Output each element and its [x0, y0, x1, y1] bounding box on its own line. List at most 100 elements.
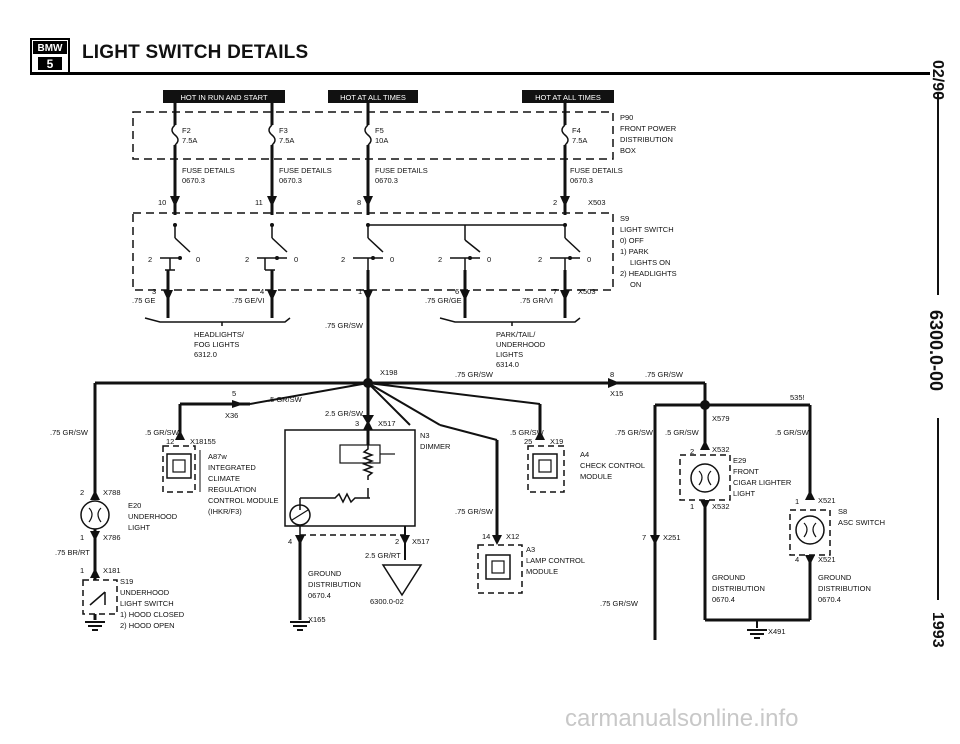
conn-x503-bottom: X503 [578, 287, 596, 296]
s19-desc-1: UNDERHOOD [120, 588, 170, 597]
pin-2-e20: 2 [80, 488, 84, 497]
fuse-box-desc-1: FRONT POWER [620, 124, 677, 133]
switch-desc-3: 1) PARK [620, 247, 649, 256]
conn-x491: X491 [768, 627, 786, 636]
s8-desc: ASC SWITCH [838, 518, 885, 527]
wire-grsw-right: .75 GR/SW [645, 370, 684, 379]
page-title: LIGHT SWITCH DETAILS [82, 42, 309, 63]
pin-5: 5 [232, 389, 236, 398]
ref-headlights-3: 6312.0 [194, 350, 217, 359]
conn-x18155: X18155 [190, 437, 216, 446]
pin-2-x517b: 2 [395, 537, 399, 546]
conn-x503-top: X503 [588, 198, 606, 207]
pos-2-d: 2 [438, 255, 442, 264]
bmw-badge: BMW 5 [30, 38, 70, 74]
switch-id: S9 [620, 214, 629, 223]
wire-grsw-a87: .5 GR/SW [145, 428, 180, 437]
ground2-2: DISTRIBUTION [712, 584, 765, 593]
fuse-f4-amp: 7.5A [572, 136, 587, 145]
conn-x579: X579 [712, 414, 730, 423]
wire-grsw-x579b: .5 GR/SW [665, 428, 700, 437]
badge-top: BMW [38, 43, 64, 54]
switch-out-3: 3 [152, 287, 156, 296]
hot-label-all-1: HOT AT ALL TIMES [340, 93, 406, 102]
wire-grsw-bottom: .75 GR/SW [600, 599, 639, 608]
ref-parktail-2: UNDERHOOD [496, 340, 546, 349]
wire-grge: .75 GR/GE [425, 296, 462, 305]
pos-0-b: 0 [294, 255, 298, 264]
conn-x786: X786 [103, 533, 121, 542]
pin-1-e29: 1 [690, 502, 694, 511]
wire-grvi: .75 GR/VI [520, 296, 553, 305]
ground3-3: 0670.4 [818, 595, 841, 604]
ref-parktail-4: 6314.0 [496, 360, 519, 369]
fuse-details-3b: 0670.3 [375, 176, 398, 185]
conn-x788: X788 [103, 488, 121, 497]
switch-desc-5: 2) HEADLIGHTS [620, 269, 677, 278]
fuse-details-3: FUSE DETAILS [375, 166, 428, 175]
switch-pin-10: 10 [158, 198, 166, 207]
e20-id: E20 [128, 501, 141, 510]
e20-desc-2: LIGHT [128, 523, 151, 532]
n3-id: N3 [420, 431, 430, 440]
pin-12: 12 [166, 437, 174, 446]
pos-0-d: 0 [487, 255, 491, 264]
switch-pin-11: 11 [255, 198, 263, 207]
hot-label-all-2: HOT AT ALL TIMES [535, 93, 601, 102]
switch-pin-8: 8 [357, 198, 361, 207]
pin-14: 14 [482, 532, 490, 541]
fuse-f3-amp: 7.5A [279, 136, 294, 145]
conn-x19: X19 [550, 437, 563, 446]
a87-desc-3: REGULATION [208, 485, 256, 494]
conn-x36: X36 [225, 411, 238, 420]
e29-desc-1: FRONT [733, 467, 759, 476]
ground2-1: GROUND [712, 573, 746, 582]
a4-desc-2: MODULE [580, 472, 612, 481]
switch-desc-4: LIGHTS ON [630, 258, 670, 267]
ground3-2: DISTRIBUTION [818, 584, 871, 593]
wire-grsw-a4: .5 GR/SW [510, 428, 545, 437]
a4-desc-1: CHECK CONTROL [580, 461, 645, 470]
fuse-details-2: FUSE DETAILS [279, 166, 332, 175]
conn-x532: X532 [712, 445, 730, 454]
switch-out-1: 1 [358, 287, 362, 296]
fuse-box-desc-2: DISTRIBUTION [620, 135, 673, 144]
ref-parktail-1: PARK/TAIL/ [496, 330, 536, 339]
ground1-3: 0670.4 [308, 591, 331, 600]
conn-x517b: X517 [412, 537, 430, 546]
s19-desc-4: 2) HOOD OPEN [120, 621, 175, 630]
pin-1-s8: 1 [795, 497, 799, 506]
pin-7: 7 [642, 533, 646, 542]
switch-desc-2: 0) OFF [620, 236, 644, 245]
wire-ge: .75 GE [132, 296, 155, 305]
s19-desc-2: LIGHT SWITCH [120, 599, 174, 608]
e29-id: E29 [733, 456, 746, 465]
ground1-2: DISTRIBUTION [308, 580, 361, 589]
ref-headlights-1: HEADLIGHTS/ [194, 330, 245, 339]
pos-0-c: 0 [390, 255, 394, 264]
wire-grsw-mid: .75 GR/SW [325, 321, 364, 330]
pin-3: 3 [355, 419, 359, 428]
a87-desc-2: CLIMATE [208, 474, 240, 483]
fuse-details-4: FUSE DETAILS [570, 166, 623, 175]
a3-id: A3 [526, 545, 535, 554]
fuse-details-1b: 0670.3 [182, 176, 205, 185]
fuse-details-1: FUSE DETAILS [182, 166, 235, 175]
pos-0-a: 0 [196, 255, 200, 264]
pin-4-x517: 4 [288, 537, 292, 546]
conn-x532b: X532 [712, 502, 730, 511]
fuse-f2-id: F2 [182, 126, 191, 135]
s19-id: S19 [120, 577, 133, 586]
wire-gevi: .75 GE/VI [232, 296, 265, 305]
fuse-f4-id: F4 [572, 126, 581, 135]
pin-1-s19: 1 [80, 566, 84, 575]
ref-headlights-2: FOG LIGHTS [194, 340, 239, 349]
pos-0-e: 0 [587, 255, 591, 264]
fuse-f5-amp: 10A [375, 136, 388, 145]
conn-x15: X15 [610, 389, 623, 398]
pin-25: 25 [524, 437, 532, 446]
switch-pin-2: 2 [553, 198, 557, 207]
conn-x521: X521 [818, 496, 836, 505]
pin-2-e29: 2 [690, 447, 694, 456]
